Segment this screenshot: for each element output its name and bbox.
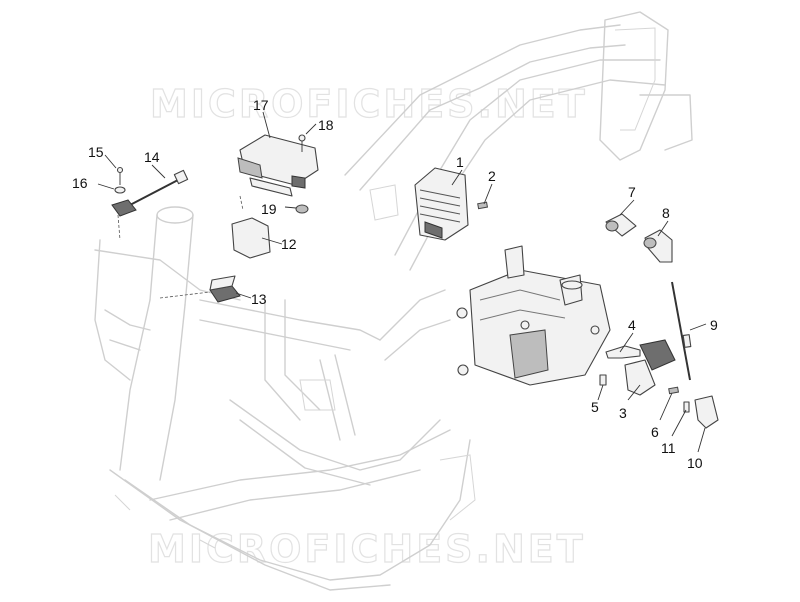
part-2-bolt[interactable]	[477, 201, 489, 210]
callout-9: 9	[710, 317, 718, 333]
callout-7: 7	[628, 184, 636, 200]
callout-16: 16	[72, 175, 88, 191]
part-13-holder[interactable]	[209, 275, 241, 303]
callout-8: 8	[662, 205, 670, 221]
callout-12: 12	[281, 236, 297, 252]
callout-13: 13	[251, 291, 267, 307]
callout-19: 19	[261, 201, 277, 217]
callout-18: 18	[318, 117, 334, 133]
part-4-bracket[interactable]	[605, 345, 641, 359]
callout-3: 3	[619, 405, 627, 421]
callout-15: 15	[88, 144, 104, 160]
part-18-screw[interactable]	[298, 134, 306, 152]
part-10-plug-cap[interactable]	[694, 395, 719, 429]
callout-11: 11	[661, 440, 676, 456]
watermark-bottom: MICROFICHES.NET	[148, 527, 586, 571]
part-15-screw[interactable]	[116, 166, 124, 186]
part-17-control-unit[interactable]	[237, 134, 319, 197]
callout-17: 17	[253, 97, 269, 113]
callout-2: 2	[488, 168, 496, 184]
callout-10: 10	[687, 455, 703, 471]
part-14-cable[interactable]	[111, 169, 189, 217]
part-5-pin[interactable]	[599, 374, 607, 386]
callout-labels: 1 2 3 4 5 6 7 8 9 10 11 12 13 14 15 16 1…	[72, 97, 718, 471]
part-16-washer[interactable]	[114, 186, 126, 194]
callout-6: 6	[651, 424, 659, 440]
callout-4: 4	[628, 317, 636, 333]
part-12-relay[interactable]	[231, 217, 271, 259]
engine-block	[456, 245, 611, 386]
callout-5: 5	[591, 399, 599, 415]
scooter-frame	[94, 11, 693, 591]
part-11-screw[interactable]	[683, 401, 690, 413]
leader-lines	[97, 111, 707, 453]
callout-14: 14	[144, 149, 160, 165]
part-8-connector[interactable]	[643, 229, 673, 263]
part-3-ignition-coil[interactable]	[624, 339, 676, 396]
part-1-regulator[interactable]	[414, 167, 469, 241]
part-7-sleeve[interactable]	[605, 213, 637, 237]
part-6-bolt[interactable]	[668, 386, 680, 395]
watermark-top: MICROFICHES.NET	[150, 82, 588, 126]
part-19-nut[interactable]	[295, 204, 309, 214]
part-9-ht-lead[interactable]	[671, 281, 692, 381]
callout-1: 1	[456, 154, 464, 170]
